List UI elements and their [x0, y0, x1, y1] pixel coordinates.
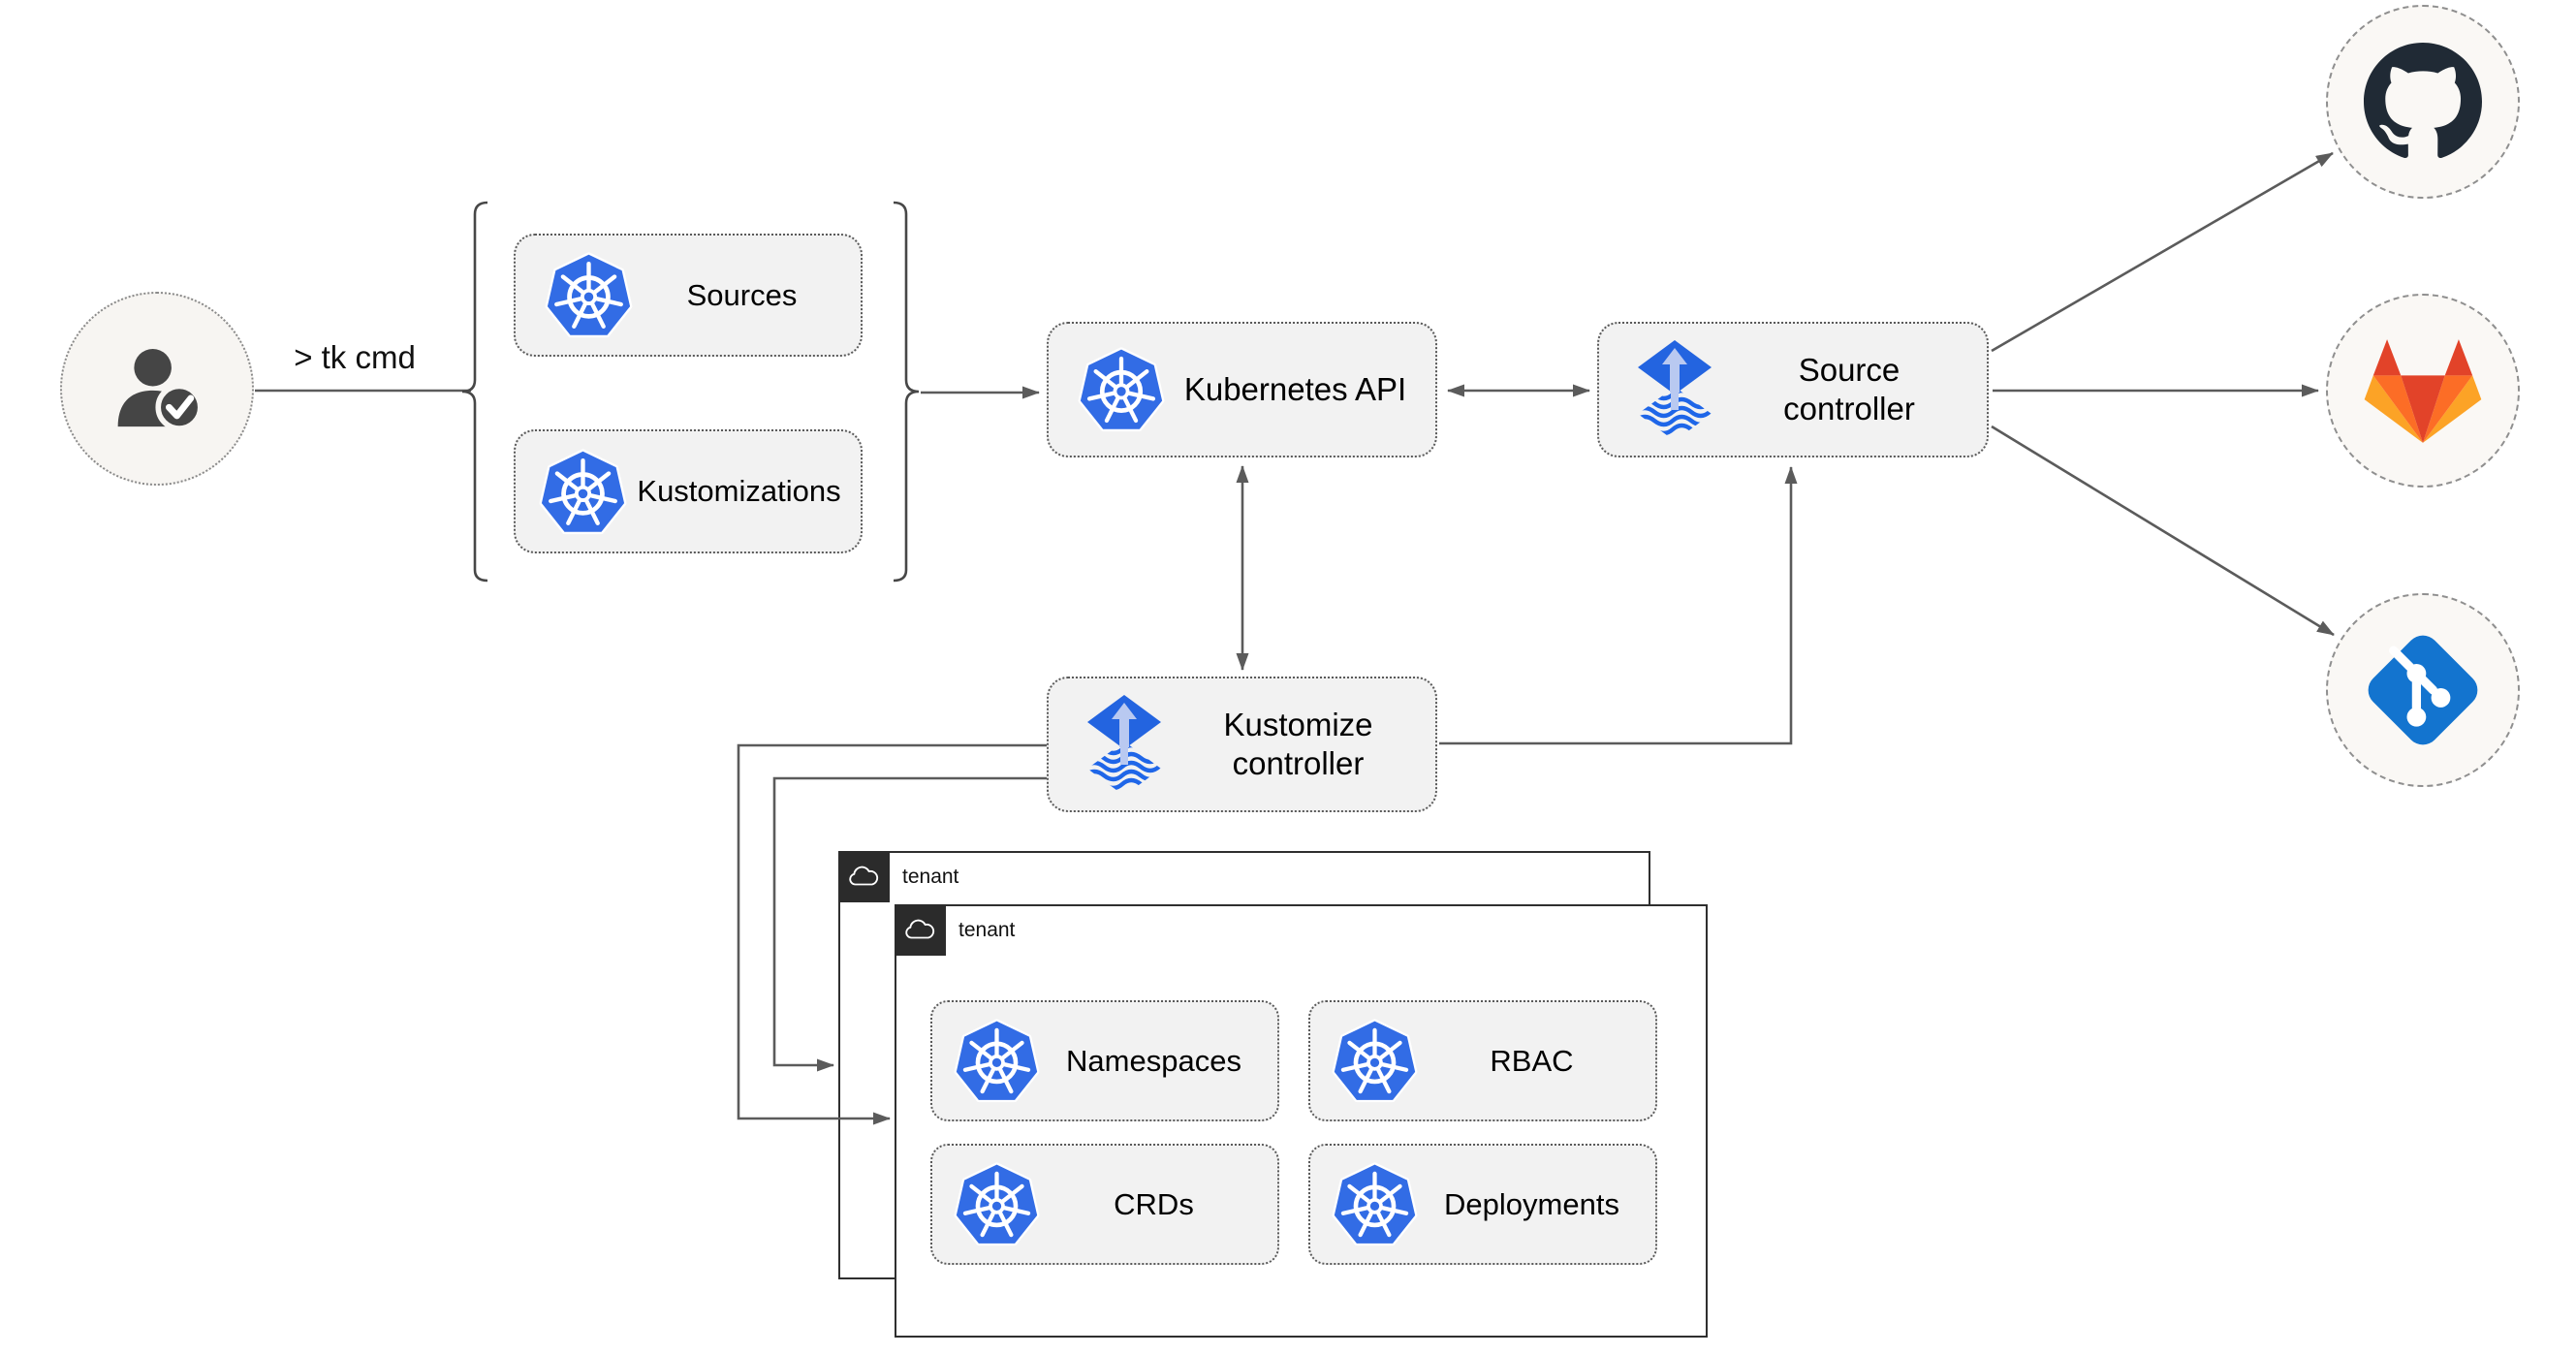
deployments-box: Deployments [1308, 1144, 1657, 1265]
kustomize-controller-label: Kustomize controller [1223, 707, 1373, 781]
provider-circle-git [2326, 593, 2520, 787]
kubernetes-icon [543, 249, 635, 341]
flux-icon [1626, 338, 1723, 441]
kubernetes-icon [1330, 1016, 1420, 1106]
tenant-label: tenant [958, 919, 1016, 941]
kustomizations-label: Kustomizations [637, 474, 841, 509]
kubernetes-api-node: Kubernetes API [1047, 322, 1437, 457]
cloud-icon [847, 864, 880, 889]
rbac-label: RBAC [1490, 1043, 1574, 1078]
kubernetes-icon [952, 1016, 1042, 1106]
namespaces-label: Namespaces [1066, 1043, 1241, 1078]
kubernetes-icon [537, 446, 629, 538]
kustomize-controller-node: Kustomize controller [1047, 677, 1437, 812]
namespaces-box: Namespaces [930, 1000, 1279, 1121]
user-avatar [60, 292, 254, 486]
deployments-label: Deployments [1444, 1186, 1619, 1221]
tenant-label: tenant [902, 866, 959, 888]
gitlab-icon [2364, 336, 2482, 445]
cli-command-label: > tk cmd [294, 339, 416, 375]
git-icon [2359, 626, 2487, 754]
brace-right [893, 201, 920, 583]
tenant-front-box: tenant Namespaces RBAC CRDs Deployments [894, 903, 1708, 1338]
kubernetes-icon [952, 1159, 1042, 1249]
cloud-icon [903, 917, 936, 942]
source-controller-node: Source controller [1597, 322, 1989, 457]
kubernetes-api-label: Kubernetes API [1183, 371, 1407, 408]
sources-box: Sources [514, 234, 863, 357]
connector-source-to-git [1991, 425, 2335, 637]
tenant-tab [894, 903, 946, 956]
github-icon [2364, 43, 2482, 161]
connector-kustomize-to-source [1439, 466, 1798, 745]
source-controller-label: Source controller [1783, 352, 1915, 426]
brace-left [461, 201, 488, 583]
kustomizations-box: Kustomizations [514, 429, 863, 553]
kubernetes-icon [1076, 344, 1167, 435]
provider-circle-github [2326, 5, 2520, 199]
tenant-tab [837, 850, 890, 902]
crds-label: CRDs [1114, 1186, 1194, 1221]
connector-source-to-github [1991, 151, 2334, 353]
rbac-box: RBAC [1308, 1000, 1657, 1121]
provider-circle-gitlab [2326, 294, 2520, 488]
crds-box: CRDs [930, 1144, 1279, 1265]
flux-icon [1076, 693, 1173, 796]
user-check-icon [100, 331, 214, 446]
sources-label: Sources [686, 277, 798, 312]
kubernetes-icon [1330, 1159, 1420, 1249]
